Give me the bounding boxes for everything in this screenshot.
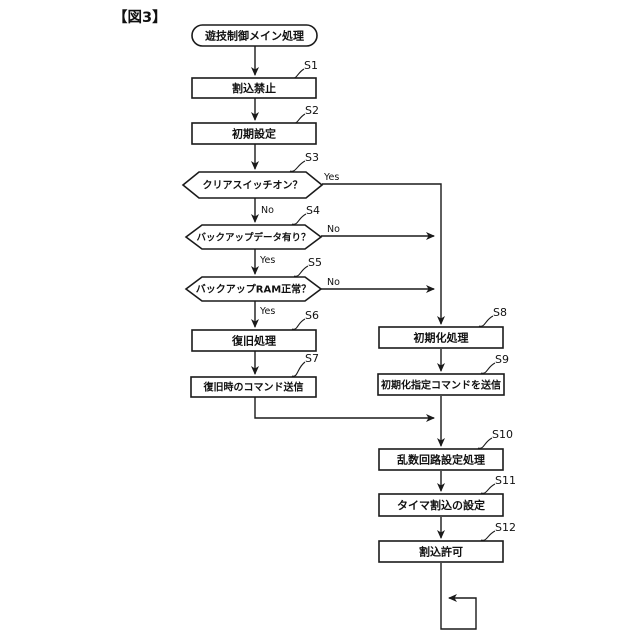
node-s8-label: 初期化処理 [414, 331, 469, 345]
step-leader-s11 [480, 483, 496, 494]
step-leader-s10 [477, 437, 493, 449]
node-s10-box [378, 448, 504, 471]
step-label-s10: S10 [492, 428, 513, 441]
node-s6: 復旧処理 [191, 329, 317, 352]
node-s5: バックアップRAM正常？ [184, 276, 323, 302]
step-label-s5: S5 [308, 256, 322, 269]
step-label-s2: S2 [305, 104, 319, 117]
node-s2-box [191, 122, 317, 145]
node-s9-label: 初期化指定コマンドを送信 [381, 379, 501, 392]
s3-yes-label: Yes [323, 172, 339, 183]
s4-no-label: No [327, 224, 340, 235]
step-leader-s4 [291, 213, 307, 225]
step-label-s7: S7 [305, 352, 319, 365]
node-s1: 割込禁止 [191, 77, 317, 99]
node-s10: 乱数回路設定処理 [378, 448, 504, 471]
node-s4-label: バックアップデータ有り？ [196, 232, 310, 244]
node-start-shape [191, 24, 318, 47]
node-s7-box [190, 376, 317, 398]
step-label-s12: S12 [495, 521, 516, 534]
node-s2-label: 初期設定 [232, 127, 276, 141]
edge-s7-rail [254, 397, 435, 422]
step-label-s8: S8 [493, 306, 507, 319]
node-s7: 復旧時のコマンド送信 [190, 376, 317, 398]
step-leader-s5 [293, 265, 309, 277]
branch-labels: Yes No No Yes No Yes [259, 172, 340, 317]
node-s6-label: 復旧処理 [231, 334, 276, 348]
node-s9: 初期化指定コマンドを送信 [377, 373, 505, 396]
connectors [251, 46, 477, 630]
node-s3-hexagon [181, 171, 324, 199]
edge-s3-yes-s8 [322, 183, 445, 325]
figure-title: 【図3】 [113, 9, 167, 26]
step-label-s4: S4 [306, 204, 320, 217]
step-leader-s12 [480, 530, 496, 541]
node-s5-hexagon [184, 276, 323, 302]
step-leader-s6 [291, 318, 306, 330]
s5-no-label: No [327, 277, 340, 288]
s5-yes-label: Yes [259, 306, 275, 317]
s3-no-label: No [261, 205, 274, 216]
node-s3-label: クリアスイッチオン？ [203, 180, 303, 192]
node-s12-box [378, 540, 504, 563]
node-s4-hexagon [184, 224, 323, 250]
step-leader-s2 [291, 113, 306, 124]
node-s1-label: 割込禁止 [232, 81, 276, 95]
edge-s12-loop [440, 563, 477, 630]
node-s2: 初期設定 [191, 122, 317, 145]
step-label-s3: S3 [305, 151, 319, 164]
node-start-label: 遊技制御メイン処理 [205, 29, 304, 43]
node-s8: 初期化処理 [378, 326, 504, 349]
step-label-s11: S11 [495, 474, 516, 487]
node-s7-label: 復旧時のコマンド送信 [203, 381, 304, 394]
node-s4: バックアップデータ有り？ [184, 224, 323, 250]
node-s12: 割込許可 [378, 540, 504, 563]
node-s11-box [378, 493, 504, 517]
node-s11: タイマ割込の設定 [378, 493, 504, 517]
step-label-s6: S6 [305, 309, 319, 322]
step-labels: S1 S2 S3 S4 S5 S6 S7 S8 S9 S10 S11 S12 [289, 59, 516, 541]
step-leader-s1 [290, 68, 305, 79]
node-s9-box [377, 373, 505, 396]
step-label-s9: S9 [495, 353, 509, 366]
step-leader-s3 [289, 160, 306, 172]
node-start: 遊技制御メイン処理 [191, 24, 318, 47]
node-s1-box [191, 77, 317, 99]
node-s11-label: タイマ割込の設定 [397, 498, 485, 512]
node-s3: クリアスイッチオン？ [181, 171, 324, 199]
s4-yes-label: Yes [259, 255, 275, 266]
node-s6-box [191, 329, 317, 352]
node-s12-label: 割込許可 [419, 545, 463, 559]
step-label-s1: S1 [304, 59, 318, 72]
node-s10-label: 乱数回路設定処理 [397, 453, 485, 467]
node-s5-label: バックアップRAM正常？ [196, 283, 311, 296]
step-leader-s7 [291, 361, 306, 377]
node-s8-box [378, 326, 504, 349]
step-leader-s8 [478, 315, 494, 327]
step-leader-s9 [480, 362, 496, 374]
